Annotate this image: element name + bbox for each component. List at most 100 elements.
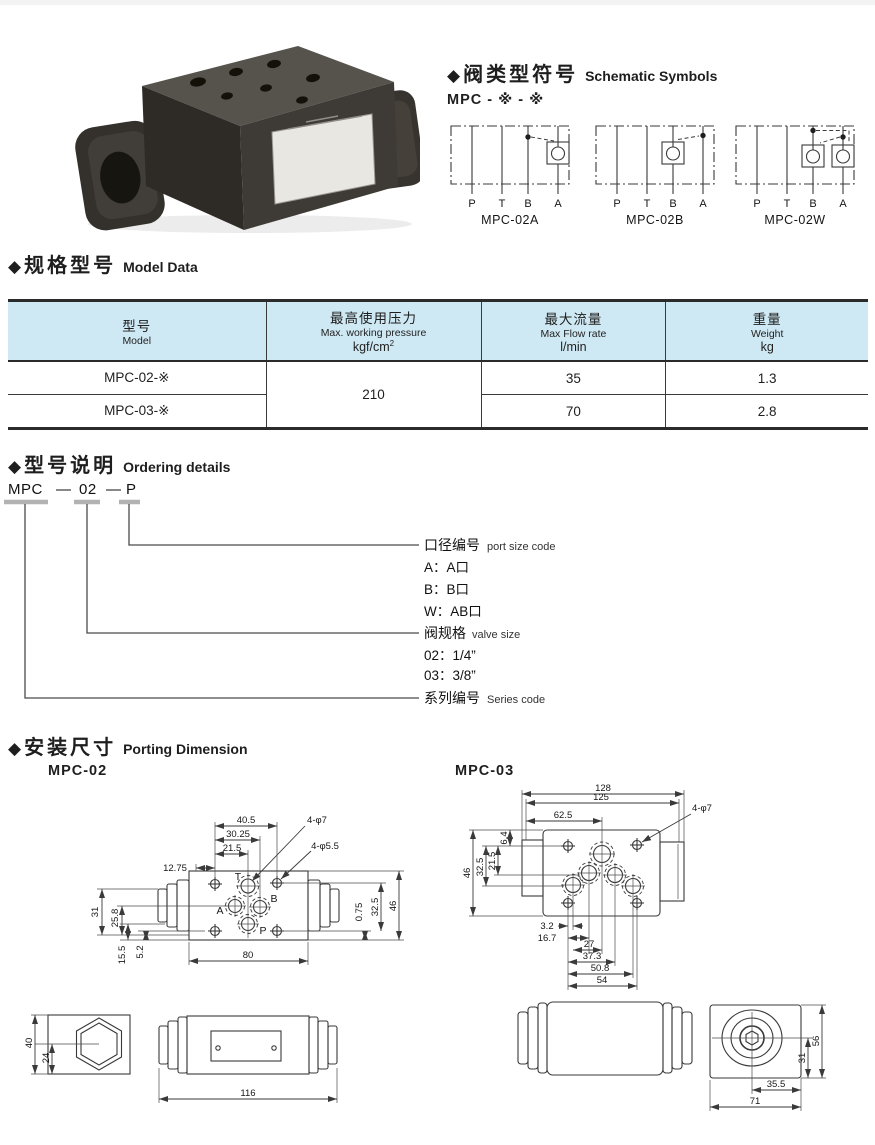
dim-label: 31 <box>797 1053 808 1064</box>
cell-weight: 1.3 <box>665 361 868 396</box>
code-series: MPC <box>8 481 43 498</box>
extension-lines <box>195 822 278 896</box>
code-port: P <box>126 481 137 498</box>
symbol-mpc-02w: P T B A MPC-02W <box>735 125 855 227</box>
dim-label: 128 <box>595 783 611 794</box>
dim-label: 54 <box>597 975 608 986</box>
valve-size-label-cn: 阀规格 <box>424 625 466 641</box>
diamond-icon: ◆ <box>447 66 461 85</box>
port-label-p: P <box>259 925 266 937</box>
right-cap <box>662 1002 693 1074</box>
model-data-table: 型号 Model 最高使用压力 Max. working pressure kg… <box>8 299 868 431</box>
port-label: P <box>753 198 760 210</box>
port-label: A <box>699 198 707 210</box>
extension-lines <box>282 870 404 941</box>
valve-left-face <box>142 86 244 230</box>
port-label: B <box>524 198 531 210</box>
col-header-pressure: 最高使用压力 Max. working pressure kgf/cm2 <box>265 299 481 363</box>
port-label: A <box>839 198 847 210</box>
pilot-junction-dot <box>700 132 706 139</box>
porting-heading-cn: 安装尺寸 <box>24 737 117 759</box>
series-label-en: Series code <box>487 694 545 706</box>
symbol-caption: MPC-02A <box>481 213 539 227</box>
nameplate-text-lines <box>287 115 363 130</box>
schematic-heading: ◆阀类型符号 Schematic Symbols <box>447 58 717 87</box>
col-header-flow: 最大流量 Max Flow rate l/min <box>480 299 666 363</box>
extension-lines <box>709 1004 826 1111</box>
col-header-model: 型号 Model <box>8 299 266 363</box>
port-size-option: A：A口 <box>424 560 469 575</box>
dim-label: 40 <box>24 1038 35 1049</box>
model-data-heading-cn: 规格型号 <box>24 255 117 277</box>
port-circles <box>561 841 645 898</box>
cell-model: MPC-02-※ <box>8 361 266 396</box>
mounting-holes <box>561 838 644 910</box>
symbol-mpc-02b: P T B A MPC-02B <box>595 125 715 227</box>
porting-heading-en: Porting Dimension <box>123 741 248 757</box>
dim-label: 15.5 <box>117 946 128 965</box>
port-size-label-en: port size code <box>487 541 555 553</box>
header-pressure-en: Max. working pressure <box>320 327 427 339</box>
port-label: P <box>613 198 620 210</box>
cell-weight: 2.8 <box>665 394 868 431</box>
dim-label: 0.75 <box>354 903 365 922</box>
side-nameplate <box>210 1030 282 1062</box>
code-size: 02 <box>79 481 97 498</box>
schematic-model-pattern: MPC - ※ - ※ <box>447 92 545 108</box>
diamond-icon: ◆ <box>8 257 22 276</box>
dim-label: 25.8 <box>110 909 121 928</box>
port-label: B <box>809 198 816 210</box>
cell-pressure-shared: 210 <box>265 361 481 431</box>
dim-label: 62.5 <box>554 810 573 821</box>
valve-size-option: 03：3/8” <box>424 668 476 683</box>
extension-lines <box>120 923 205 941</box>
right-hex-plug <box>307 879 340 932</box>
dim-label: 5.2 <box>135 945 146 958</box>
ordering-diagram: MPC — 02 — P 口径编号 port size code A：A口 B：… <box>4 481 555 706</box>
pilot-junction-dot <box>525 134 531 140</box>
code-dash: — <box>56 481 72 498</box>
dim-label: 46 <box>462 868 473 879</box>
dim-label: 12.75 <box>163 863 187 874</box>
dim-label: 30.25 <box>226 829 250 840</box>
mpc02-drawing-label: MPC-02 <box>48 763 108 779</box>
port-size-option: B：B口 <box>424 582 469 597</box>
mpc03-drawing-label: MPC-03 <box>455 763 515 779</box>
valve-size-option: 02：1/4” <box>424 648 476 663</box>
dim-label: 32.5 <box>475 858 486 877</box>
top-face-holes <box>190 59 320 104</box>
code-dash: — <box>106 481 122 498</box>
header-model-cn: 型号 <box>122 318 152 334</box>
dim-label: 50.8 <box>591 963 610 974</box>
schematic-symbols: P T B A MPC-02A P T B A MPC-02B <box>450 125 855 227</box>
port-label-a: A <box>216 905 223 917</box>
schematic-heading-cn: 阀类型符号 <box>463 64 579 86</box>
code-connector-lines <box>24 504 419 699</box>
symbol-mpc-02a: P T B A MPC-02A <box>450 125 570 227</box>
dim-label: 35.5 <box>767 1079 786 1090</box>
header-flow-unit: l/min <box>560 339 587 354</box>
port-label: B <box>669 198 676 210</box>
dim-label: 116 <box>240 1088 255 1099</box>
dim-label: 27 <box>584 939 595 950</box>
port-label: T <box>784 198 791 210</box>
dim-label: 71 <box>750 1096 761 1107</box>
port-p <box>237 914 259 934</box>
hole-callout: 4-φ5.5 <box>311 841 339 852</box>
dim-label: 24 <box>41 1053 52 1064</box>
table-row: MPC-02-※ 210 35 1.3 <box>8 361 868 431</box>
header-pressure-unit: kgf/cm2 <box>352 339 395 355</box>
dim-label: 16.7 <box>538 933 557 944</box>
dim-label: 31 <box>90 907 101 918</box>
ordering-heading-en: Ordering details <box>123 459 231 475</box>
extension-lines <box>469 829 580 917</box>
port-label-b: B <box>270 893 277 905</box>
schematic-heading-en: Schematic Symbols <box>585 68 718 84</box>
mpc03-dimension-drawing: 4-φ7 128 125 62.5 6.4 21.5 32.5 46 <box>462 783 826 1111</box>
table-row: MPC-03-※ 70 2.8 <box>8 394 868 431</box>
port-size-option: W：AB口 <box>424 604 482 619</box>
header-model-en: Model <box>122 334 152 347</box>
extension-lines <box>567 867 638 990</box>
